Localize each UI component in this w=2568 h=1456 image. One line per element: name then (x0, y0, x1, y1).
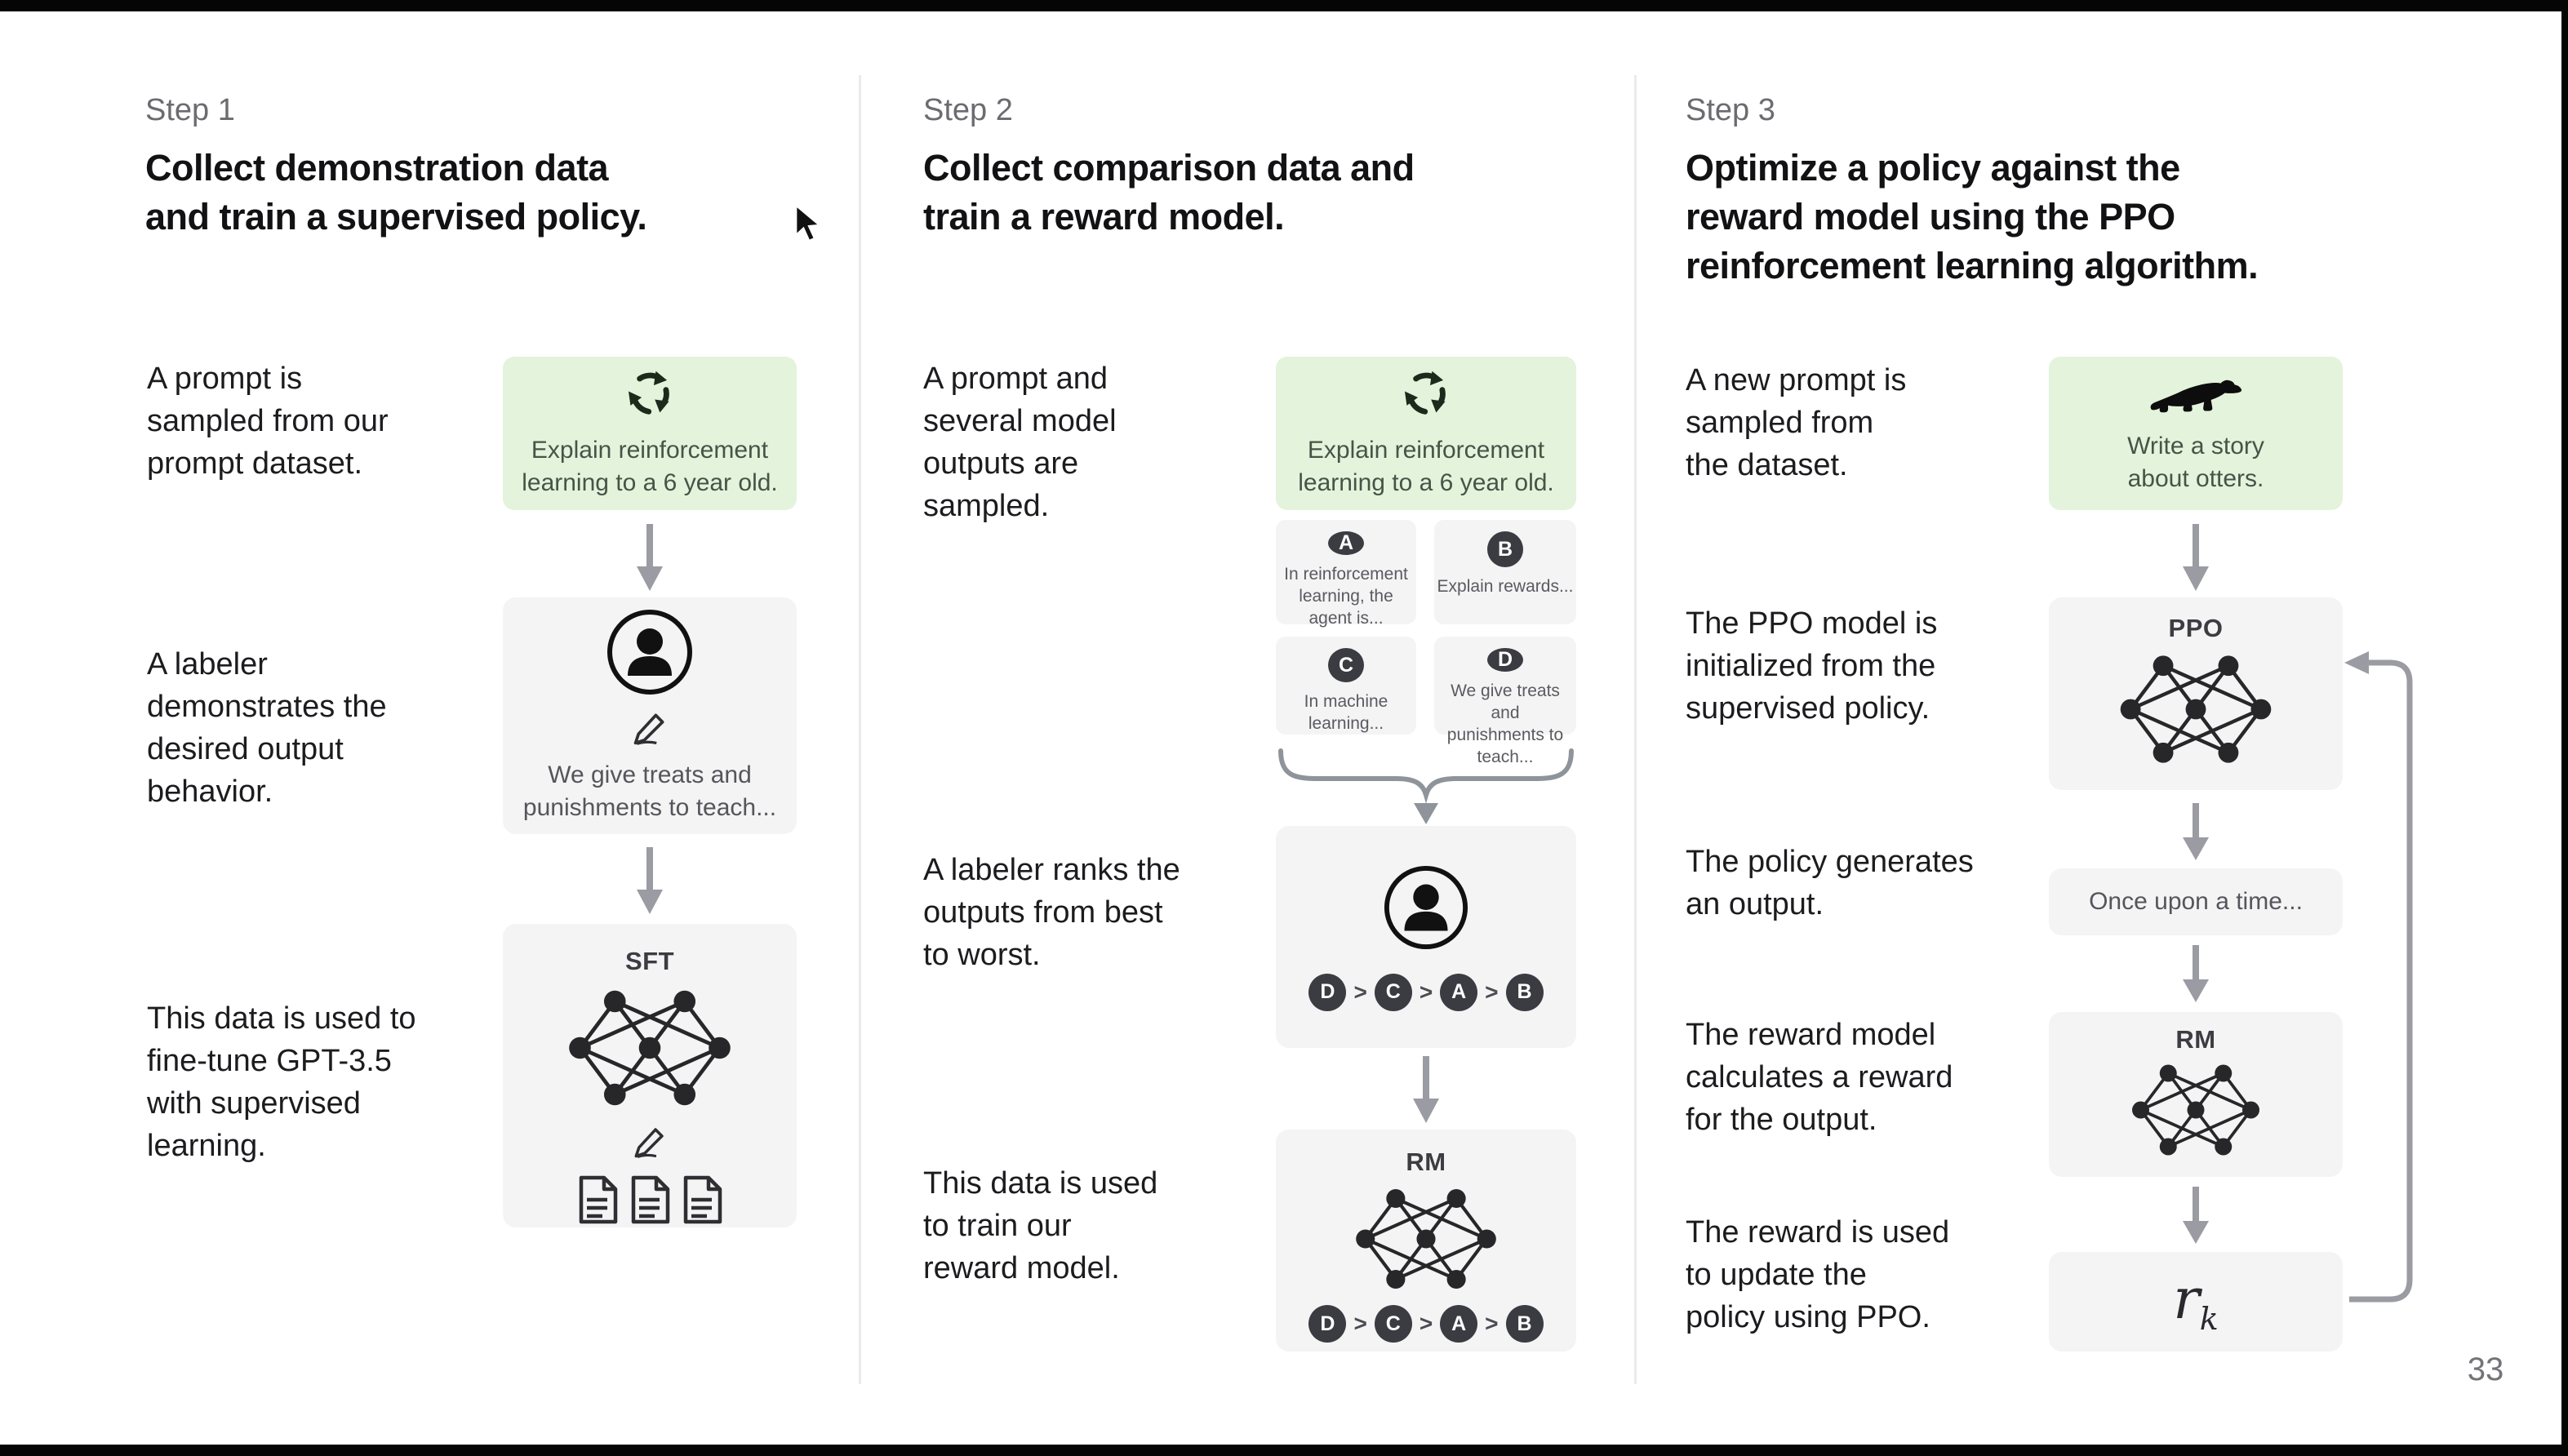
option-letter-badge: D (1487, 648, 1523, 672)
option-letter-badge: B (1487, 531, 1523, 567)
step2-labeler-box: D > C > A > B (1276, 826, 1576, 1048)
step3-ppo-box: PPO (2049, 597, 2343, 790)
step2-rm-box: RM D > C > A > B (1276, 1130, 1576, 1352)
step1-prompt-box: Explain reinforcement learning to a 6 ye… (503, 357, 797, 510)
option-text: In machine learning... (1304, 692, 1388, 733)
answer-option-b: B Explain rewards... (1434, 520, 1576, 624)
step3-prompt-text: Write a story about otters. (2127, 432, 2264, 492)
step3-label: Step 3 (1686, 93, 1775, 127)
rank-badge: D (1308, 1305, 1347, 1343)
answer-option-d: D We give treats and punishments to teac… (1434, 637, 1576, 766)
step2-prompt-text: Explain reinforcement learning to a 6 ye… (1298, 436, 1554, 496)
down-arrow (2183, 1187, 2209, 1244)
rank-separator: > (1419, 979, 1433, 1005)
step1-label: Step 1 (145, 93, 235, 127)
ranking-row: D > C > A > B (1308, 973, 1544, 1011)
rank-badge: C (1374, 973, 1412, 1011)
ranking-row: D > C > A > B (1308, 1305, 1544, 1343)
feedback-loop-arrow (2344, 651, 2413, 1303)
rank-badge: D (1308, 973, 1347, 1011)
down-arrow (637, 847, 663, 914)
rm-label: RM (1406, 1147, 1446, 1176)
step2-prompt-box: Explain reinforcement learning to a 6 ye… (1276, 357, 1576, 510)
rank-badge: A (1440, 973, 1478, 1011)
brace-arrow (1278, 748, 1574, 824)
step1-labeler-box: We give treats and punishments to teach.… (503, 597, 797, 834)
reward-r: r (2173, 1267, 2200, 1332)
otter-icon (2147, 372, 2245, 422)
sample-cycle-icon (1401, 368, 1451, 423)
network-icon (1340, 1185, 1512, 1297)
answer-option-a: A In reinforcement learning, the agent i… (1276, 520, 1416, 628)
column-divider (859, 75, 861, 1384)
step2-text-train-rm: This data is used to train our reward mo… (923, 1166, 1158, 1285)
page-number: 33 (2467, 1352, 2504, 1387)
option-letter-badge: A (1328, 531, 1364, 555)
pencil-icon (632, 1124, 668, 1164)
rank-badge: A (1440, 1305, 1478, 1343)
option-text: We give treats and punishments to teach.… (1446, 681, 1564, 766)
step3-title: Optimize a policy against the reward mod… (1686, 147, 2259, 286)
documents-icon (575, 1174, 725, 1226)
down-arrow (2183, 524, 2209, 591)
reward-subscript-k: k (2199, 1300, 2219, 1337)
step3-rm-box: RM (2049, 1012, 2343, 1177)
rank-separator: > (1485, 1311, 1499, 1336)
rank-separator: > (1353, 1311, 1367, 1336)
step2-label: Step 2 (923, 93, 1013, 127)
step1-title: Collect demonstration data and train a s… (145, 147, 647, 237)
down-arrow (637, 524, 663, 591)
letterbox-top (0, 0, 2568, 11)
step1-text-finetune: This data is used to fine-tune GPT-3.5 w… (147, 1001, 416, 1163)
ppo-label: PPO (2168, 614, 2224, 642)
reward-symbol: rk (2173, 1267, 2219, 1337)
letterbox-bottom (0, 1445, 2568, 1456)
rank-badge: C (1374, 1305, 1412, 1343)
network-icon (2106, 651, 2286, 771)
step1-prompt-text: Explain reinforcement learning to a 6 ye… (522, 436, 778, 496)
step1-labeler-text: We give treats and punishments to teach.… (522, 761, 777, 821)
step1-text-labeler-demonstrates: A labeler demonstrates the desired outpu… (147, 647, 387, 809)
letterbox-right (2561, 0, 2568, 1456)
step2-text-outputs-sampled: A prompt and several model outputs are s… (923, 362, 1117, 523)
rank-separator: > (1419, 1311, 1433, 1336)
down-arrow (2183, 945, 2209, 1002)
sample-cycle-icon (624, 368, 675, 423)
option-text: In reinforcement learning, the agent is.… (1284, 565, 1408, 628)
rm-label: RM (2175, 1025, 2216, 1054)
person-icon (605, 607, 695, 701)
step3-text-policy-output: The policy generates an output. (1686, 845, 1974, 921)
step1-sft-box: SFT (503, 924, 797, 1227)
step3-text-new-prompt: A new prompt is sampled from the dataset… (1686, 363, 1907, 482)
step3-reward-box: rk (2049, 1252, 2343, 1352)
step3-output-box: Once upon a time... (2049, 868, 2343, 935)
down-arrow (1413, 1056, 1439, 1123)
rank-separator: > (1485, 979, 1499, 1005)
step1-text-prompt-sampled: A prompt is sampled from our prompt data… (147, 362, 389, 481)
step3-text-rm-reward: The reward model calculates a reward for… (1686, 1018, 1953, 1137)
mouse-cursor (794, 204, 823, 242)
rank-badge: B (1505, 973, 1544, 1011)
step3-output-text: Once upon a time... (2089, 888, 2303, 915)
network-icon (2118, 1061, 2273, 1163)
step3-text-ppo-init: The PPO model is initialized from the su… (1686, 606, 1938, 726)
answer-option-c: C In machine learning... (1276, 637, 1416, 735)
step2-title: Collect comparison data and train a rewa… (923, 147, 1415, 237)
rank-separator: > (1353, 979, 1367, 1005)
step3-text-update-policy: The reward is used to update the policy … (1686, 1215, 1950, 1334)
step2-text-labeler-ranks: A labeler ranks the outputs from best to… (923, 853, 1180, 972)
down-arrow (2183, 803, 2209, 860)
person-icon (1382, 863, 1470, 956)
option-letter-badge: C (1328, 648, 1364, 682)
rank-badge: B (1505, 1305, 1544, 1343)
sft-label: SFT (624, 947, 675, 975)
column-divider (1634, 75, 1637, 1384)
step3-prompt-box: Write a story about otters. (2049, 357, 2343, 510)
pencil-icon (631, 709, 669, 751)
network-icon (556, 986, 744, 1114)
option-text: Explain rewards... (1437, 577, 1574, 596)
